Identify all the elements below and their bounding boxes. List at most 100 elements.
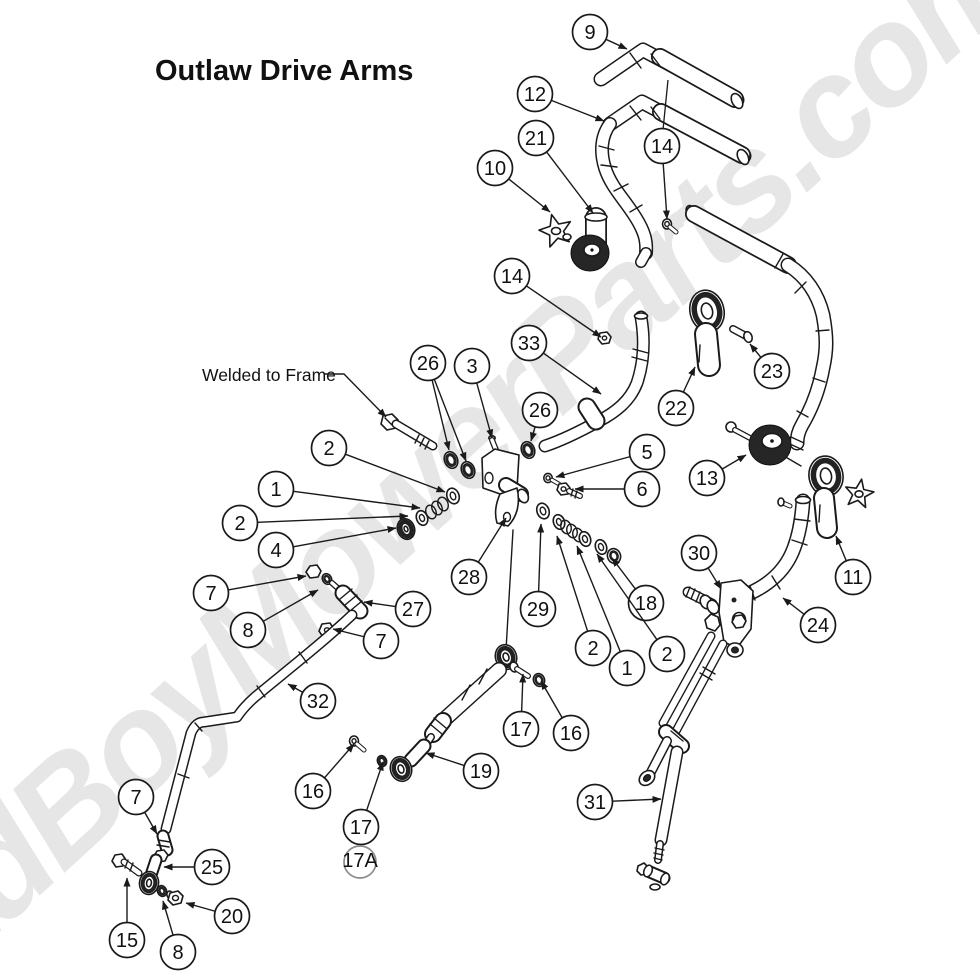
part-rod-32 <box>138 564 369 896</box>
part-turnbuckle-19 <box>389 643 518 783</box>
callout-balloon <box>657 389 695 427</box>
callout-balloon <box>108 921 146 959</box>
callout-leader <box>612 795 662 803</box>
callout-balloon <box>552 714 590 752</box>
callout-balloon <box>510 324 548 362</box>
callout-leader <box>476 382 494 439</box>
callout-leader <box>749 343 762 358</box>
phantom-line <box>505 529 514 651</box>
callout-balloon <box>753 352 791 390</box>
callout-number: 1 <box>270 479 281 501</box>
callout-balloon <box>257 470 295 508</box>
part-rod-end-22 <box>688 289 726 377</box>
callout-number: 2 <box>234 513 245 535</box>
callout-leader <box>287 683 304 693</box>
callout-leader <box>542 352 602 395</box>
callout-balloon <box>462 752 500 790</box>
callout-balloon <box>571 13 609 51</box>
callout-balloon <box>229 611 267 649</box>
callout-leader <box>546 151 594 214</box>
callout-number: 3 <box>466 356 477 378</box>
callout-balloon <box>516 75 554 113</box>
callout-leader <box>363 599 396 608</box>
callout-leader <box>519 673 527 712</box>
callout-balloon <box>117 778 155 816</box>
callout-leader <box>185 901 216 912</box>
callout-balloon <box>394 590 432 628</box>
callout-number: 17 <box>510 719 532 741</box>
callout-leader <box>707 567 722 590</box>
callout-leader <box>540 680 563 719</box>
callout-leader <box>508 178 551 213</box>
callout-balloon <box>648 635 686 673</box>
callout-balloon <box>521 391 559 429</box>
callout-number: 14 <box>651 136 673 158</box>
part-pin-23 <box>729 325 754 344</box>
callout-number: 6 <box>636 479 647 501</box>
callout-leader <box>537 523 545 592</box>
part-tube-31 <box>636 745 684 891</box>
callout-balloon <box>643 127 681 165</box>
callout-number: 17 <box>350 817 372 839</box>
callout-balloon <box>294 772 332 810</box>
welded-annotation-leader <box>325 373 387 418</box>
callout-number: 2 <box>323 438 334 460</box>
callout-number: 16 <box>560 723 582 745</box>
callout-leader <box>323 743 355 779</box>
callout-number: 2 <box>587 638 598 660</box>
part-rod-end-11 <box>808 455 875 539</box>
callout-leader <box>293 526 397 548</box>
callout-number: 24 <box>807 615 829 637</box>
callout-balloon <box>221 504 259 542</box>
part-bolt-5 <box>542 472 562 487</box>
callout-leader <box>365 761 384 811</box>
callout-leader <box>662 163 670 220</box>
page-title: Outlaw Drive Arms <box>155 55 413 87</box>
callout-number: 18 <box>635 593 657 615</box>
callout-number: 29 <box>527 599 549 621</box>
callout-leader <box>556 535 589 632</box>
part-handlebar-9 <box>593 42 745 110</box>
part-right-handle <box>685 204 834 451</box>
bolt-14-top <box>661 218 679 235</box>
callout-number: 4 <box>270 540 281 562</box>
callout-leader <box>425 752 465 767</box>
callout-leader <box>526 285 602 338</box>
callout-balloon <box>688 459 726 497</box>
callout-number: 8 <box>172 942 183 964</box>
part-pulley-13 <box>725 421 792 466</box>
part-spring-stack-right <box>535 502 622 565</box>
part-bolt-15 <box>111 853 143 877</box>
callout-number: 8 <box>242 620 253 642</box>
callout-leader <box>262 589 319 622</box>
callout-leader <box>662 79 669 131</box>
callout-number: 26 <box>417 353 439 375</box>
callout-number: 9 <box>584 22 595 44</box>
callout-leader <box>611 557 637 590</box>
callout-number: 27 <box>402 599 424 621</box>
callout-balloon <box>299 682 337 720</box>
callout-number: 10 <box>484 158 506 180</box>
part-bolt-6 <box>556 482 583 499</box>
callout-number: 7 <box>205 583 216 605</box>
callout-balloon <box>476 149 514 187</box>
part-clamp-30 <box>682 579 754 658</box>
callout-number: 17A <box>342 850 378 872</box>
callout-leader <box>433 379 467 462</box>
callout-leader <box>576 545 622 653</box>
callout-balloon <box>608 649 646 687</box>
callout-leader <box>293 490 421 511</box>
part-pivot-block-28 <box>481 448 530 527</box>
callout-number: 22 <box>665 398 687 420</box>
callout-leader <box>228 574 307 591</box>
callout-number: 25 <box>201 857 223 879</box>
callout-number: 11 <box>843 567 864 589</box>
part-tube-24 <box>731 493 812 606</box>
callout-number: 2 <box>661 644 672 666</box>
callout-number: 26 <box>529 400 551 422</box>
part-washer-8-nut-20 <box>156 884 184 906</box>
callout-balloon <box>343 845 377 879</box>
callout-leader <box>162 900 174 936</box>
